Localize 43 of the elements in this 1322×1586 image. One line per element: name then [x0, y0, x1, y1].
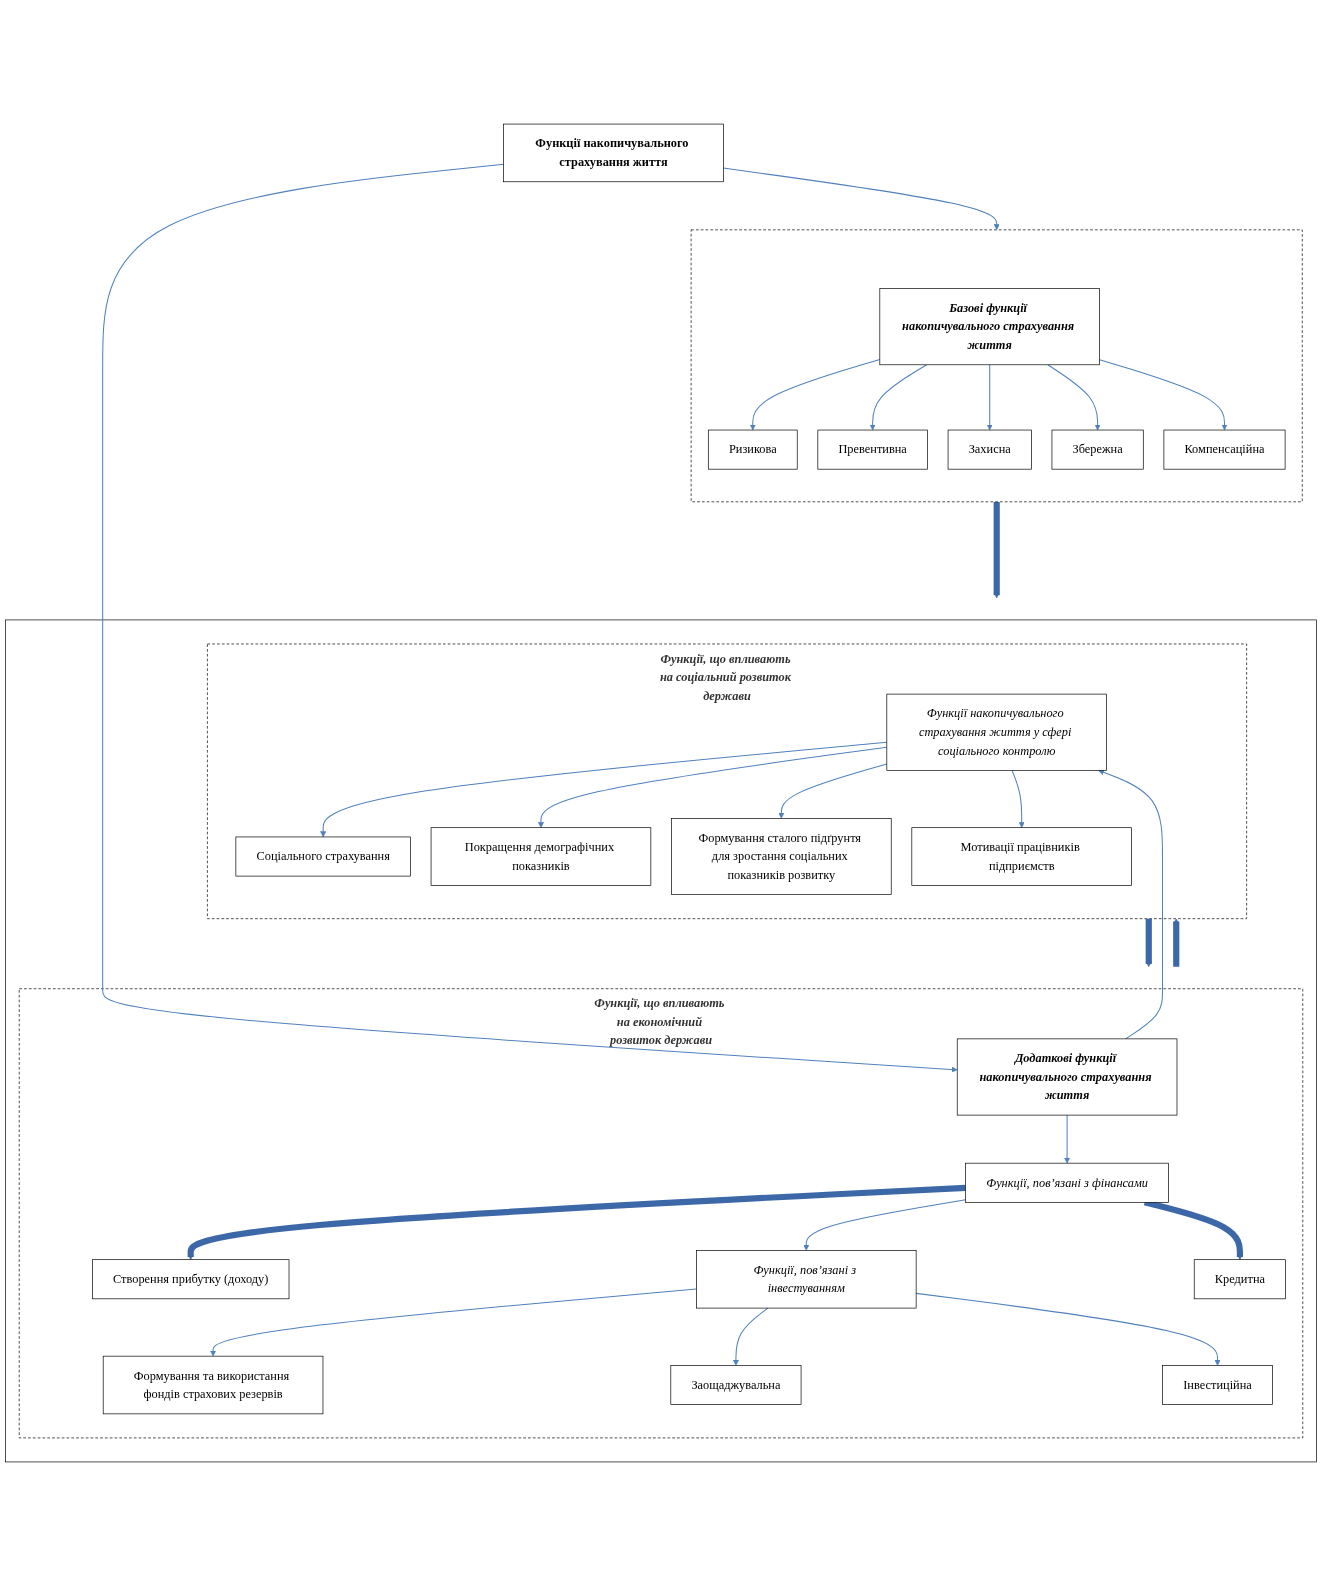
arrow [915, 1292, 1221, 1366]
arrow [986, 364, 993, 431]
node-box: Функції, пов’язані з інвестуванням [696, 1250, 917, 1309]
node-box: Функції накопичувального страхування життя [503, 123, 724, 183]
node-box: Формування та використання фондів страхових резервів [102, 1355, 324, 1415]
arrow [187, 1184, 966, 1260]
node-box: Соціального страхування [235, 836, 411, 877]
node-box: Формування сталого підґрунтя для зростання соціальних показників розвитку [671, 818, 892, 895]
node-box: Створення прибутку (доходу) [92, 1259, 290, 1300]
arrow [749, 358, 881, 431]
arrow [1098, 769, 1163, 1040]
node-box: Ризикова [707, 429, 798, 470]
node-box: Захисна [947, 429, 1032, 470]
node-box: Компенсаційна [1163, 429, 1286, 470]
arrow [1064, 1114, 1071, 1164]
arrow [722, 167, 1000, 231]
arrow [1047, 364, 1101, 431]
node-box: Базові функції накопичувального страхування життя [879, 288, 1100, 366]
arrow [320, 741, 888, 838]
node-box: Функції, пов’язані з фінансами [965, 1162, 1169, 1203]
node-box: Мотивації працівників підприємств [911, 827, 1132, 886]
cluster [690, 229, 1303, 503]
arrow [1173, 918, 1180, 967]
arrow [778, 763, 888, 819]
node-box: Додаткові функції накопичувального страхування життя [956, 1038, 1178, 1116]
node-box: Збережна [1051, 429, 1144, 470]
arrow [993, 501, 1000, 599]
arrow [732, 1307, 769, 1366]
arrow [210, 1288, 697, 1357]
arrow [102, 163, 958, 1073]
arrow [803, 1199, 967, 1251]
node-box: Кредитна [1193, 1259, 1286, 1300]
node-box: Заощаджувальна [670, 1365, 802, 1405]
arrow [1011, 769, 1025, 828]
cluster [5, 619, 1317, 1463]
arrow [1145, 918, 1152, 968]
node-box: Превентивна [817, 429, 928, 470]
arrow [537, 746, 888, 828]
arrow [1099, 359, 1228, 431]
arrow [869, 364, 928, 431]
node-box: Покращення демографічних показників [430, 827, 652, 886]
node-box: Функції накопичувального страхування життя у сфері соціального контролю [886, 693, 1107, 771]
node-box: Інвестиційна [1162, 1365, 1273, 1405]
